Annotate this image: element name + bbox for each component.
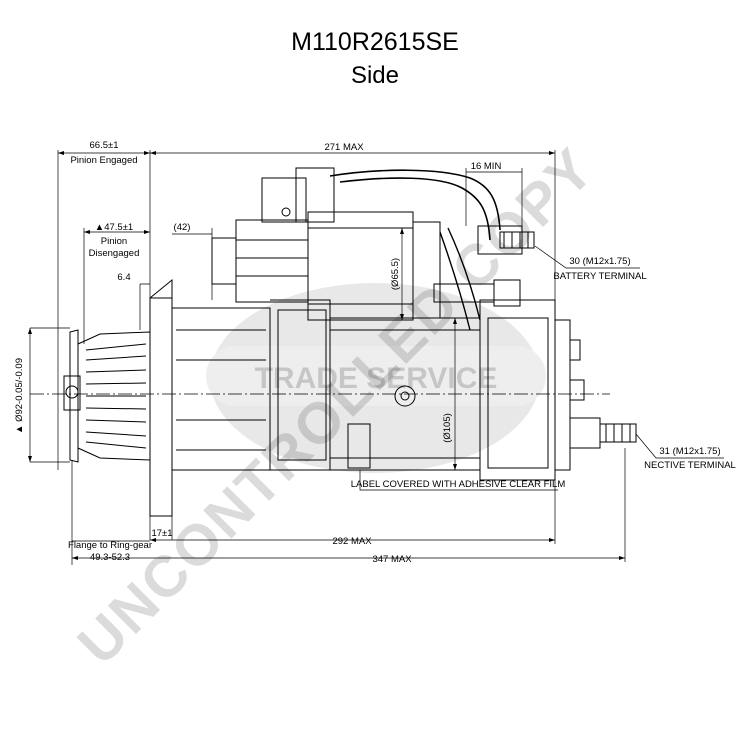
dimension-lines <box>29 150 724 565</box>
pinion-engaged-dimension: 66.5±1 <box>90 140 119 151</box>
terminal-min-dimension: 16 MIN <box>471 161 502 172</box>
negative-terminal-thread: 31 (M12x1.75) <box>659 446 720 457</box>
label-note: LABEL COVERED WITH ADHESIVE CLEAR FILM <box>351 479 566 490</box>
view-label: Side <box>350 62 400 89</box>
flange-ring-gear-label: Flange to Ring-gear <box>68 540 152 551</box>
offset-42-dimension: (42) <box>174 222 191 233</box>
arrowheads <box>28 151 625 560</box>
length-292-dimension: 292 MAX <box>332 536 372 547</box>
flange-ring-gear-value: 49.3-52.3 <box>90 552 130 563</box>
drawing-title: M110R2615SE <box>291 28 459 56</box>
pinion-disengaged-label-2: Disengaged <box>89 248 140 259</box>
pinion-disengaged-label-1: Pinion <box>101 236 127 247</box>
trade-service-text: TRADE SERVICE <box>255 362 498 395</box>
offset-6-4-dimension: 6.4 <box>117 272 130 283</box>
pinion-disengaged-dimension: ▲47.5±1 <box>95 222 133 233</box>
flange-thickness-dimension: 17±1 <box>151 528 172 539</box>
diameter-65-5-dimension: (Ø65.5) <box>390 258 401 290</box>
length-347-dimension: 347 MAX <box>372 554 412 565</box>
negative-terminal-label: NECTIVE TERMINAL <box>644 460 736 471</box>
pinion-engaged-label: Pinion Engaged <box>70 155 137 166</box>
battery-terminal-label: BATTERY TERMINAL <box>553 271 646 282</box>
pilot-diameter-dimension: ▲ Ø92-0.05/-0.09 <box>14 358 25 434</box>
overall-max-dimension: 271 MAX <box>324 142 364 153</box>
diameter-105-dimension: (Ø105) <box>442 413 453 443</box>
battery-terminal-thread: 30 (M12x1.75) <box>569 256 630 267</box>
